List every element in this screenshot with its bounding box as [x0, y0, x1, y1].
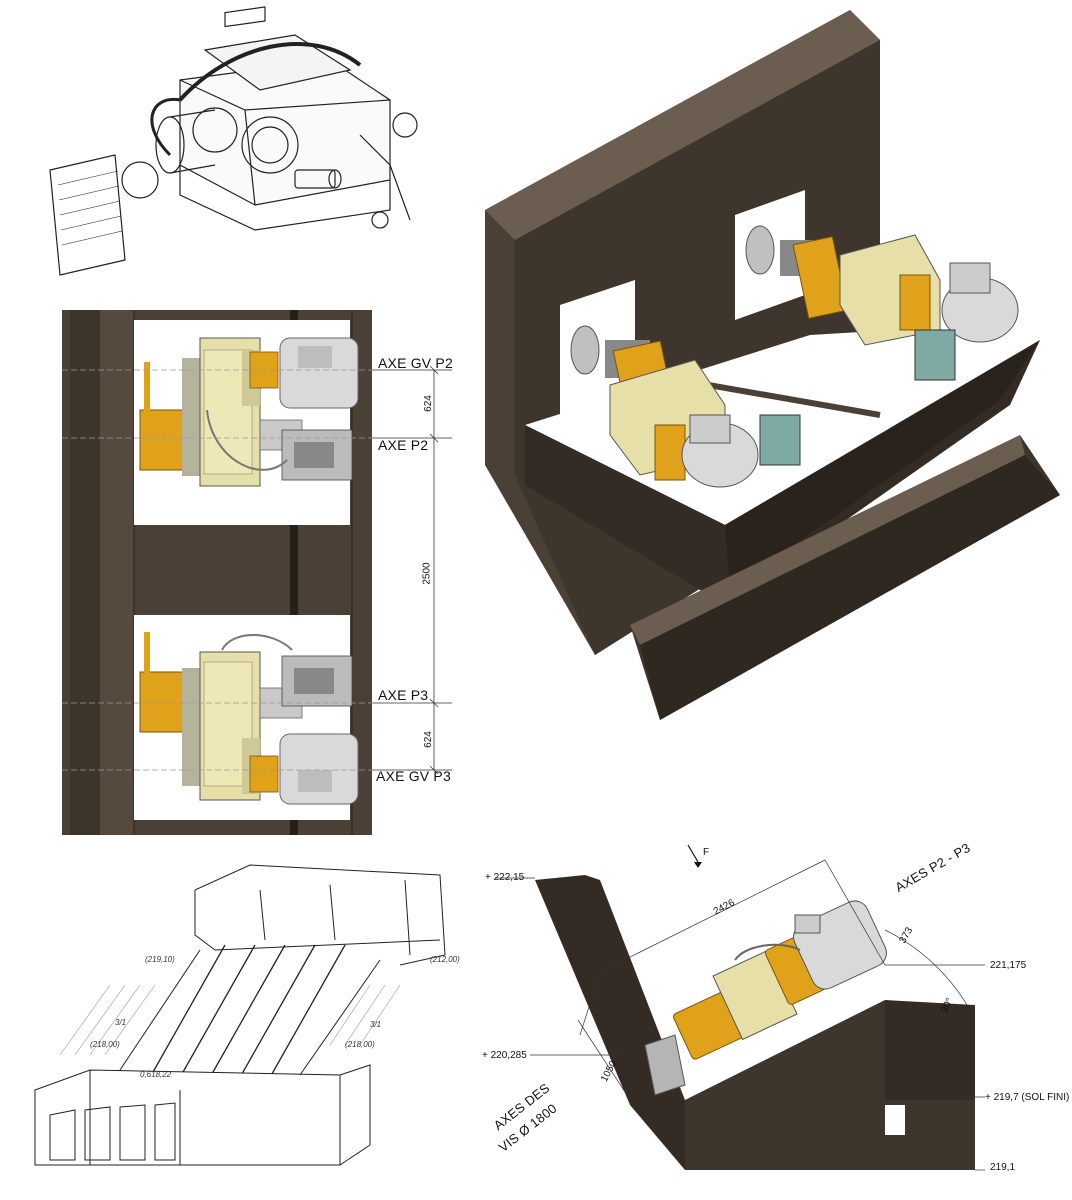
section-equipment: [644, 900, 887, 1096]
sketch-note-7: 0,618,22: [140, 1070, 172, 1079]
elevation-bottom: 219,1: [990, 1162, 1016, 1173]
axis-label-p2: AXE P2: [378, 437, 429, 453]
elevation-floor: + 219,7 (SOL FINI): [985, 1092, 1070, 1103]
plan-view-svg: [62, 310, 372, 835]
isometric-pit-render: [480, 5, 1065, 725]
sketch-note-3: 3/1: [115, 1018, 127, 1027]
section-north-label: F: [703, 847, 710, 858]
plan-view: [62, 310, 372, 835]
sketch-note-5: (218,00): [90, 1040, 120, 1049]
dimension-bottom-624: 624: [422, 731, 434, 748]
plan-unit-p3: [139, 632, 359, 805]
dimension-top-624: 624: [422, 395, 434, 412]
sketch-note-1: (219,10): [145, 955, 175, 964]
axis-label-gv-p3: AXE GV P3: [376, 768, 451, 784]
elevation-top: + 222,15: [485, 872, 525, 883]
gearbox-line-drawing-svg: [49, 6, 418, 276]
sketch-note-6: (218,00): [345, 1040, 375, 1049]
axis-label-p3: AXE P3: [378, 687, 429, 703]
plan-dimension-chain: [372, 365, 452, 775]
channel-hand-sketch-svg: [34, 864, 446, 1166]
sketch-note-2: (212,00): [430, 955, 460, 964]
gearbox-line-drawing: [30, 5, 440, 280]
elevation-mid: + 220,285: [482, 1050, 527, 1061]
elevation-motor: 221,175: [990, 960, 1027, 971]
render-unit-p3: [570, 325, 801, 488]
render-unit-p2: [745, 225, 1019, 381]
dimension-middle-2500: 2500: [421, 562, 433, 585]
sketch-note-4: 3/1: [370, 1020, 382, 1029]
channel-hand-sketch: [0, 845, 470, 1195]
section-view: [480, 840, 1070, 1195]
plan-unit-p2: [139, 337, 359, 487]
axis-label-gv-p2: AXE GV P2: [378, 355, 453, 371]
section-view-svg: [495, 844, 985, 1171]
isometric-pit-render-svg: [485, 10, 1060, 720]
